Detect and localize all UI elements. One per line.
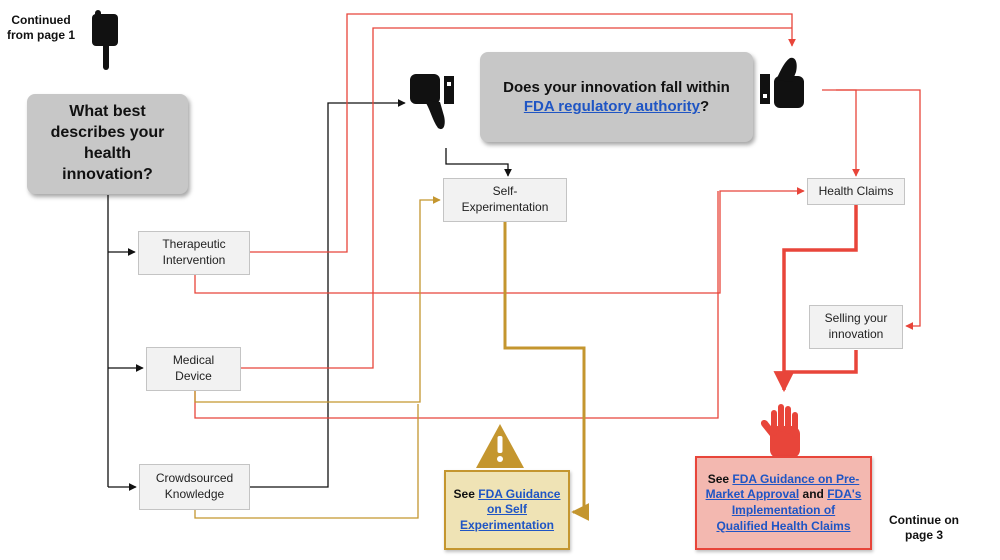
therapeutic-intervention-label: Therapeutic Intervention (162, 237, 226, 267)
premarket-guidance-box: See FDA Guidance on Pre-Market Approval … (695, 456, 872, 550)
self-experimentation-guidance-box: See FDA Guidance on Self Experimentation (444, 470, 570, 550)
selling-innovation-box: Selling your innovation (809, 305, 903, 349)
medical-device-label: Medical Device (172, 353, 215, 383)
fda-regulatory-authority-link[interactable]: FDA regulatory authority (523, 98, 700, 115)
continued-label: Continued from page 1 (6, 13, 75, 42)
guidance-premarket-see: See (707, 471, 730, 486)
health-claims-label: Health Claims (818, 183, 894, 198)
start-box: What best describes your health innovati… (27, 94, 188, 194)
question-mark: ? (699, 98, 710, 115)
health-claims-box: Health Claims (807, 178, 905, 205)
question-box: Does your innovation fall within FDA reg… (480, 52, 753, 142)
gold-connectors (194, 196, 441, 519)
gold-thick-connector (503, 222, 590, 521)
crowdsourced-knowledge-label: Crowdsourced Knowledge (155, 471, 234, 501)
thumbs-up-icon (760, 57, 804, 108)
continue-label: Continue on page 3 (889, 513, 959, 542)
pointing-down-hand-icon (92, 10, 118, 70)
thumbs-down-icon (410, 74, 454, 130)
medical-device-box: Medical Device (146, 347, 241, 391)
self-experimentation-label: Self-Experimentation (461, 184, 549, 214)
crowdsourced-knowledge-box: Crowdsourced Knowledge (139, 464, 250, 510)
fda-premarket-approval-link[interactable]: FDA Guidance on Pre-Market Approval (705, 471, 860, 502)
red-thick-connector (773, 205, 858, 393)
fda-self-experimentation-guidance-link[interactable]: FDA Guidance on Self Experimentation (459, 486, 561, 532)
guidance-premarket-and: and (802, 487, 824, 502)
selling-innovation-label: Selling your innovation (824, 311, 888, 341)
therapeutic-intervention-box: Therapeutic Intervention (138, 231, 250, 275)
warning-triangle-icon (476, 424, 524, 468)
stop-hand-icon (760, 404, 800, 458)
start-box-text: What best describes your health innovati… (50, 103, 165, 183)
self-experimentation-box: Self-Experimentation (443, 178, 567, 222)
guidance-self-see: See (453, 486, 475, 501)
question-text: Does your innovation fall within (503, 78, 730, 96)
start-tree-connectors (107, 99, 512, 491)
fda-qualified-health-claims-link[interactable]: FDA's Implementation of Qualified Health… (716, 487, 862, 533)
red-connectors (194, 13, 921, 419)
